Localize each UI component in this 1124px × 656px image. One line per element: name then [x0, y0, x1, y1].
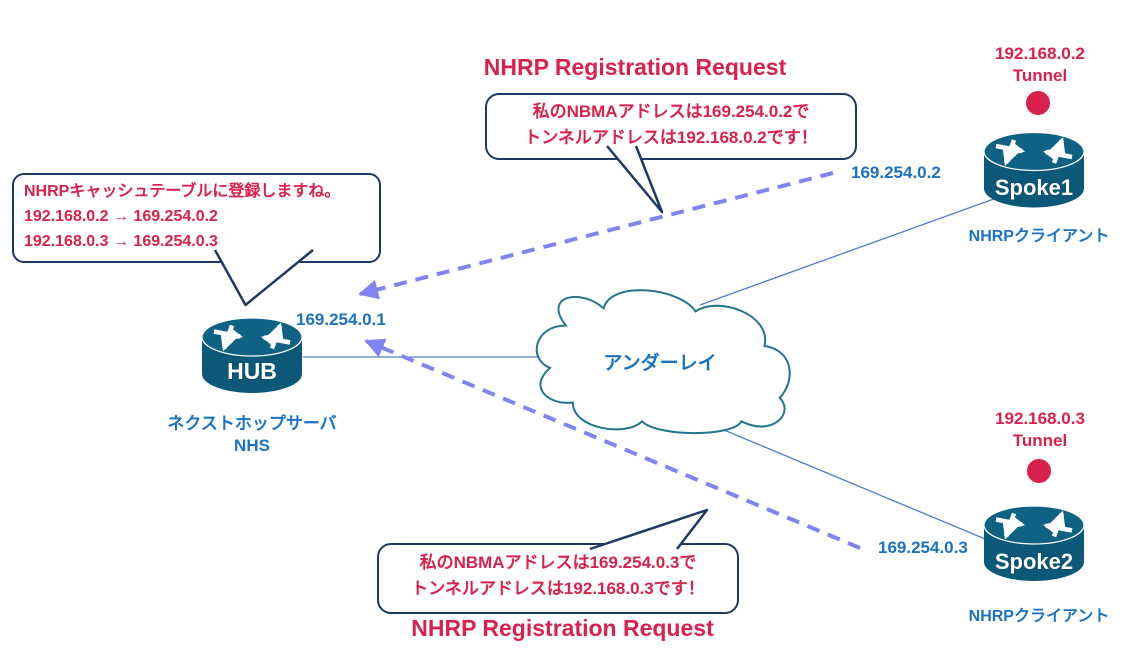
hub-cache-line1: NHRPキャッシュテーブルに登録しますね。 — [24, 183, 341, 200]
spoke2-tunnel-dot — [1027, 459, 1051, 483]
underlay-cloud-label: アンダーレイ — [603, 353, 717, 374]
hub-cache-line2: 192.168.0.2 → 169.254.0.2 — [24, 208, 218, 225]
spoke2-tunnel-label: Tunnel — [1012, 431, 1068, 450]
spoke1-tunnel-label: Tunnel — [1012, 66, 1068, 85]
hub-role-label: ネクストホップサーバ NHS — [152, 413, 352, 457]
hub-role-line2: NHS — [234, 436, 270, 455]
hub-router-label: HUB — [227, 358, 277, 384]
hub-cache-line3: 192.168.0.3 → 169.254.0.3 — [24, 233, 218, 250]
spoke2-request-speech-bubble: 私のNBMAアドレスは169.254.0.3で トンネルアドレスは192.168… — [377, 543, 739, 614]
spoke2-request-line2: トンネルアドレスは192.168.0.3です！ — [411, 579, 705, 598]
spoke2-nbma-ip-label: 169.254.0.3 — [878, 538, 968, 557]
spoke2-role-label: NHRPクライアント — [968, 608, 1110, 625]
link-cloud-to-spoke1 — [699, 195, 1003, 306]
hub-role-line1: ネクストホップサーバ — [167, 414, 337, 433]
link-cloud-to-spoke2 — [699, 419, 991, 542]
hub-nbma-ip-label: 169.254.0.1 — [296, 310, 386, 329]
spoke2-request-line1: 私のNBMAアドレスは169.254.0.3で — [419, 553, 697, 572]
spoke1-tunnel-dot — [1026, 91, 1050, 115]
spoke1-router-label: Spoke1 — [994, 175, 1074, 200]
hub-cache-speech-bubble: NHRPキャッシュテーブルに登録しますね。 192.168.0.2 → 169.… — [12, 173, 381, 263]
nhrp-request-arrow-spoke1-to-hub — [358, 171, 834, 300]
spoke1-nbma-ip-label: 169.254.0.2 — [851, 163, 941, 182]
spoke2-router-label: Spoke2 — [994, 549, 1074, 574]
spoke1-request-line1: 私のNBMAアドレスは169.254.0.2で — [532, 102, 810, 121]
spoke1-role-label: NHRPクライアント — [968, 228, 1110, 245]
nhrp-request-title-top: NHRP Registration Request — [483, 54, 787, 80]
nhrp-request-title-bottom: NHRP Registration Request — [411, 615, 714, 641]
spoke2-tunnel-ip-label: 192.168.0.3 — [995, 409, 1085, 428]
spoke1-request-line2: トンネルアドレスは192.168.0.2です！ — [524, 128, 818, 147]
spoke1-request-speech-bubble: 私のNBMAアドレスは169.254.0.2で トンネルアドレスは192.168… — [485, 93, 857, 160]
spoke1-tunnel-ip-label: 192.168.0.2 — [995, 44, 1085, 63]
